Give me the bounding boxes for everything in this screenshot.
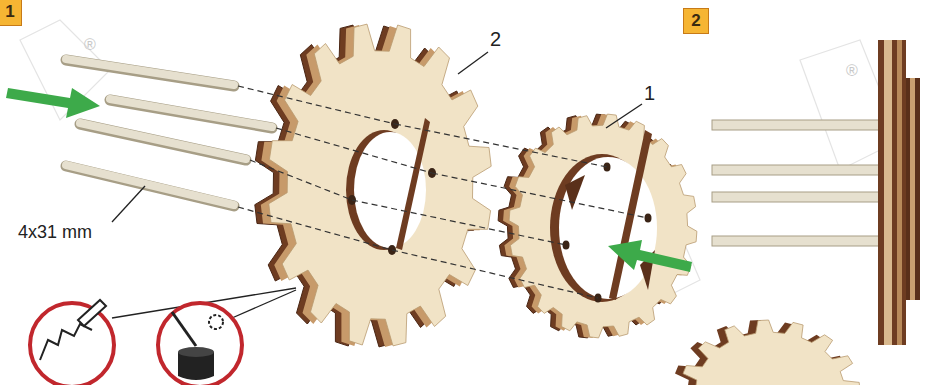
callout-number: 1 <box>644 82 655 105</box>
watermark: ® <box>846 62 858 80</box>
callout-number: 2 <box>490 28 501 51</box>
insert-arrow <box>6 88 100 118</box>
step-number: 2 <box>691 11 700 31</box>
step-number-box: 1 <box>0 0 22 26</box>
dimension-label: 4x31 mm <box>18 222 92 243</box>
dowels <box>66 59 272 206</box>
watermark: ® <box>84 36 96 54</box>
leader-lines <box>112 52 642 318</box>
step-number-box: 2 <box>683 8 709 34</box>
side-view <box>712 40 920 345</box>
gear-partial <box>672 320 860 385</box>
tool-icon <box>30 300 242 385</box>
step-number: 1 <box>5 2 14 22</box>
gear-large <box>255 24 491 347</box>
alignment-lines <box>238 86 648 298</box>
insert-arrow <box>608 240 692 272</box>
gear-small <box>498 114 697 338</box>
